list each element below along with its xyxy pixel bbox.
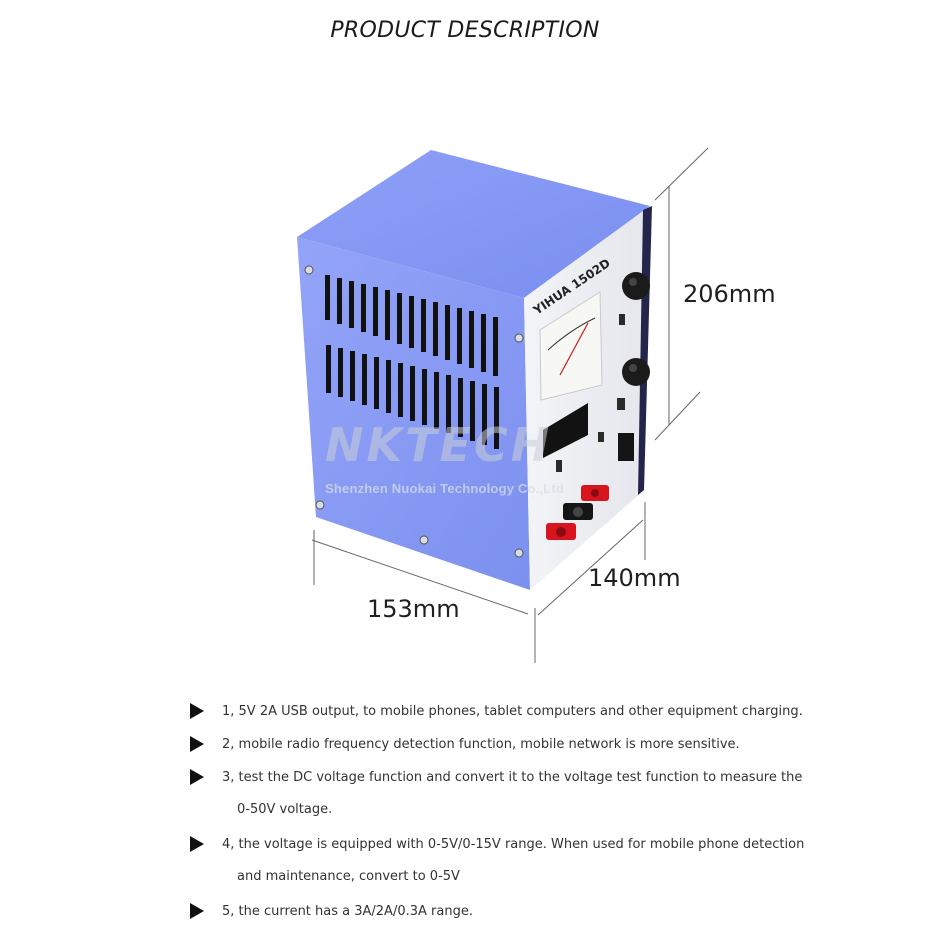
vent-slots-upper — [325, 275, 498, 376]
digital-display — [543, 403, 588, 458]
bullet-arrow-icon — [190, 769, 204, 785]
bullet-arrow-icon — [190, 903, 204, 919]
dimension-lines — [311, 147, 709, 663]
feature-text: 4, the voltage is equipped with 0-5V/0-1… — [222, 836, 805, 852]
front-panel-edge — [638, 206, 652, 495]
bullet-arrow-icon — [190, 703, 204, 719]
terminals — [546, 485, 609, 540]
dimension-width-label: 153mm — [367, 595, 460, 623]
bullet-arrow-icon — [190, 736, 204, 752]
watermark-company: Shenzhen Nuokai Technology Co.,Ltd — [325, 481, 565, 496]
switches — [556, 314, 625, 472]
power-switch — [618, 433, 634, 461]
dimension-height-label: 206mm — [683, 280, 776, 308]
front-panel — [524, 206, 650, 590]
power-supply-image: YIHUA 1502D — [297, 147, 709, 663]
case-screws — [304, 265, 524, 558]
bullet-arrow-icon — [190, 836, 204, 852]
feature-text-continued: 0-50V voltage. — [237, 802, 333, 817]
feature-text: 3, test the DC voltage function and conv… — [222, 769, 803, 785]
feature-text: 2, mobile radio frequency detection func… — [222, 736, 740, 752]
dimension-depth-label: 140mm — [588, 564, 681, 592]
feature-item: 1, 5V 2A USB output, to mobile phones, t… — [190, 698, 803, 724]
feature-text: 1, 5V 2A USB output, to mobile phones, t… — [222, 703, 803, 719]
feature-text: 5, the current has a 3A/2A/0.3A range. — [222, 903, 473, 919]
feature-text-continued: and maintenance, convert to 0-5V — [237, 869, 460, 884]
knobs — [622, 272, 650, 386]
case-top — [297, 150, 650, 298]
vent-slots-lower — [326, 345, 499, 449]
analog-meter — [539, 291, 603, 401]
feature-item: 4, the voltage is equipped with 0-5V/0-1… — [190, 831, 804, 857]
feature-item: 3, test the DC voltage function and conv… — [190, 764, 802, 790]
page-title: PRODUCT DESCRIPTION — [330, 18, 600, 43]
feature-item: 2, mobile radio frequency detection func… — [190, 731, 740, 757]
watermark-brand: NKTECH — [325, 418, 553, 472]
feature-item: 5, the current has a 3A/2A/0.3A range. — [190, 898, 473, 924]
